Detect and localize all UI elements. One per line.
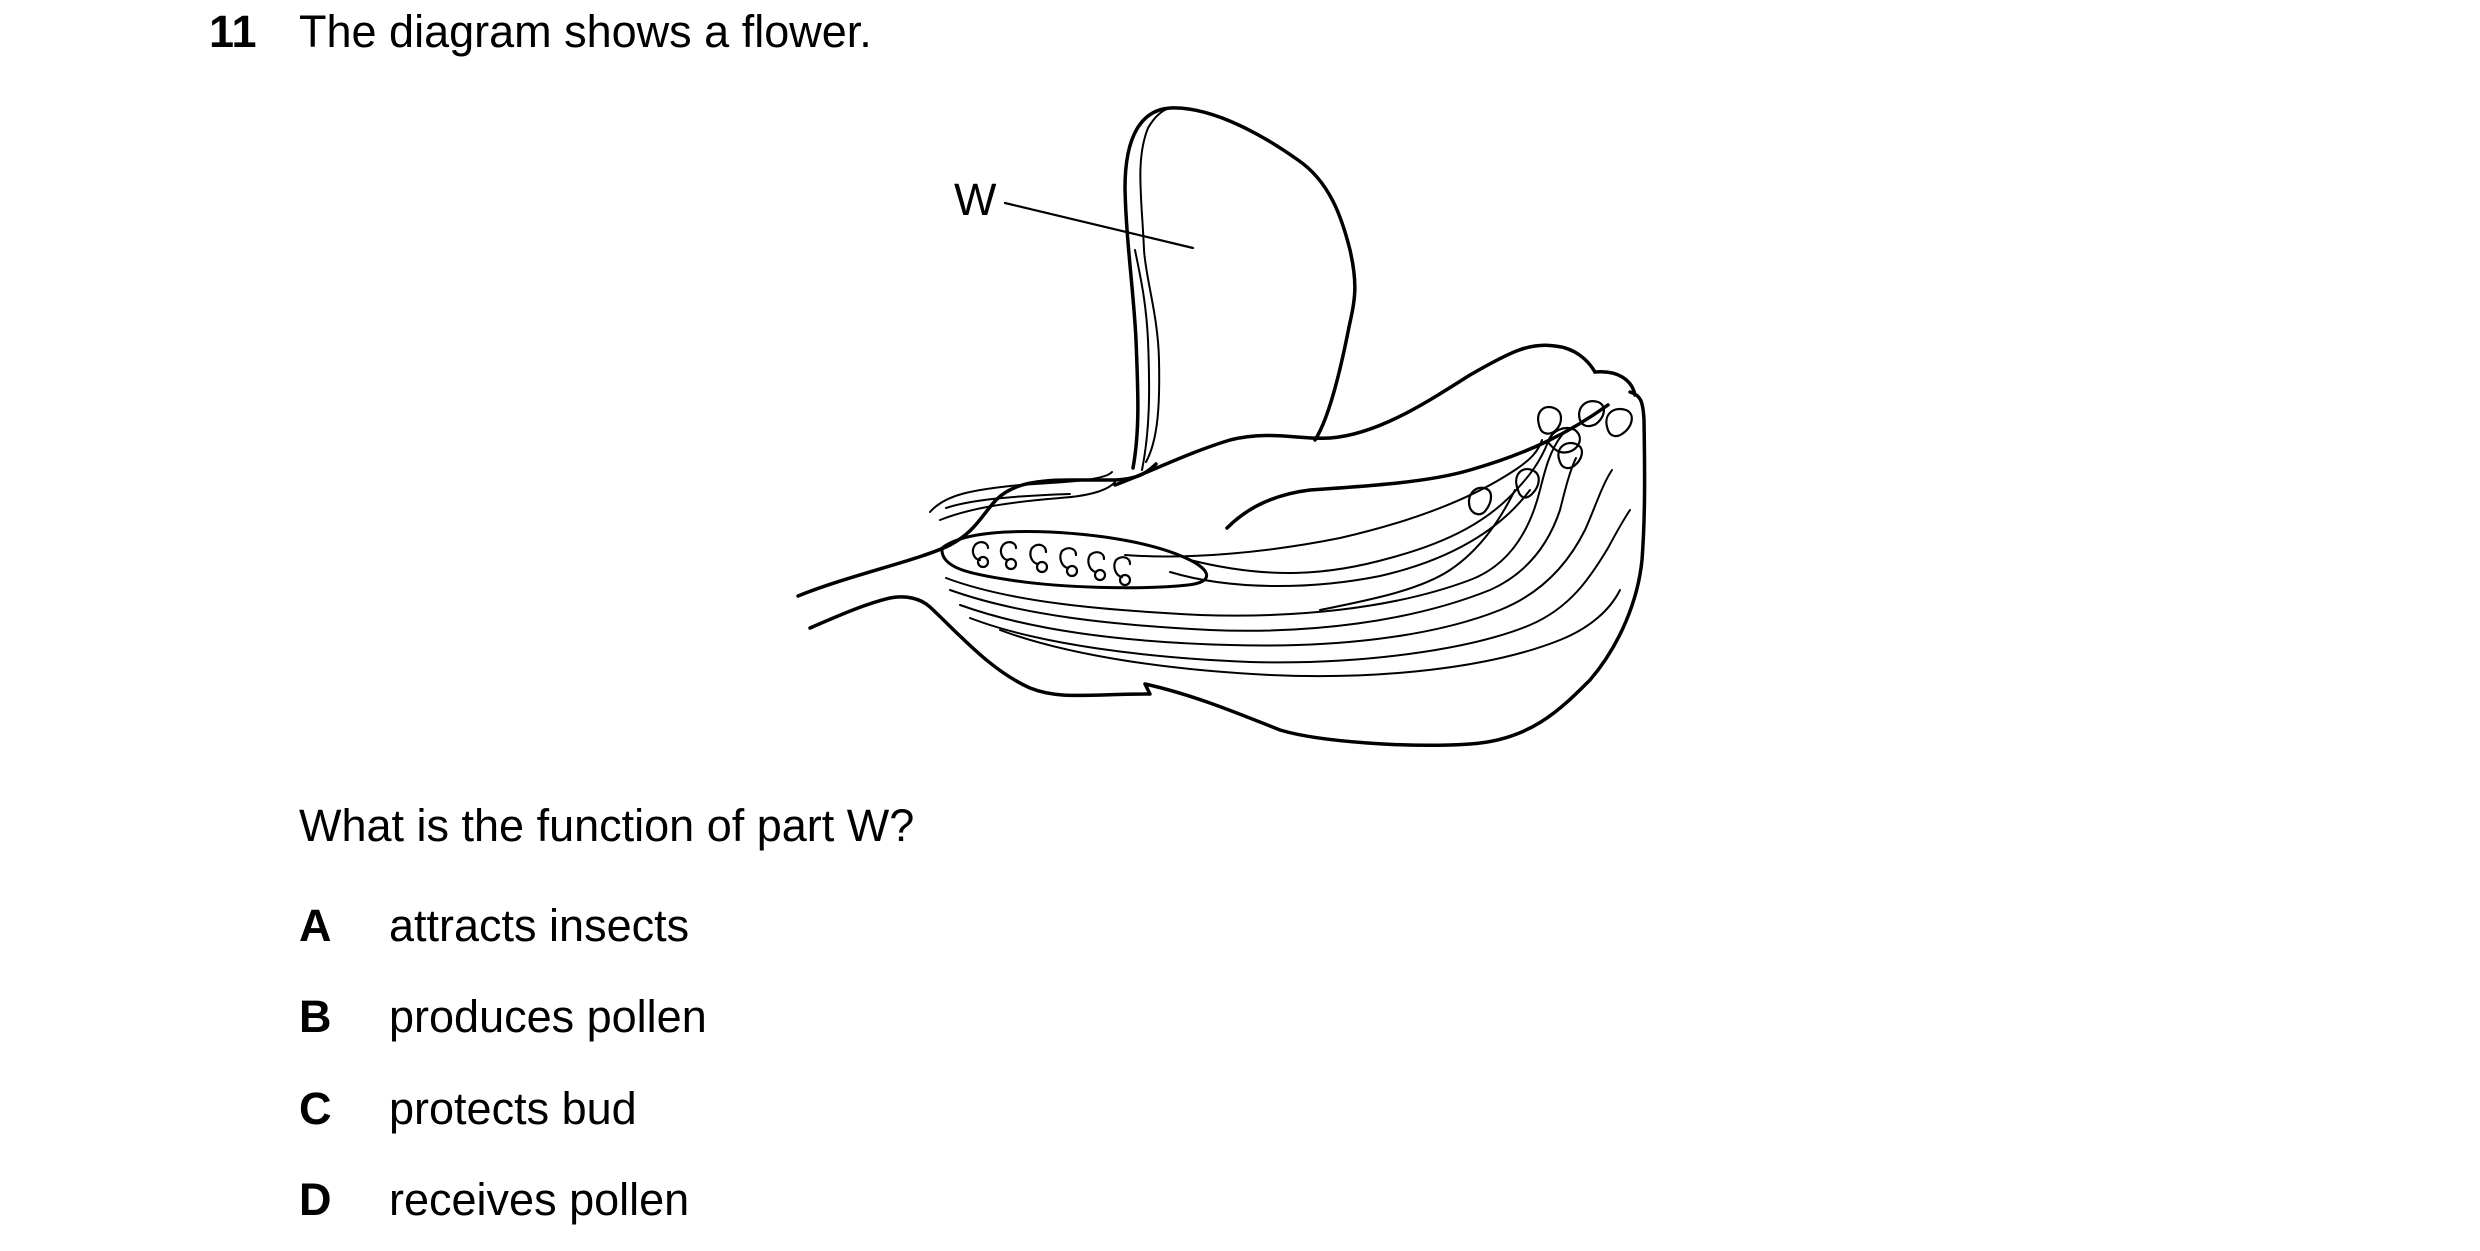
anthers (1467, 400, 1633, 516)
ovules (971, 541, 1132, 587)
ovary (940, 530, 1209, 590)
flower-stalk (796, 462, 1158, 598)
flower-stalk-lower (808, 390, 1647, 747)
label-line-w (1003, 201, 1195, 250)
question-number: 11 (209, 6, 257, 57)
calyx-layer-1 (929, 471, 1113, 513)
anther-2 (1515, 467, 1540, 499)
flower-diagram (770, 90, 1730, 770)
diagram-label-w: W (954, 174, 997, 225)
petal-w (1123, 106, 1357, 470)
option-letter: A (299, 900, 332, 951)
option-letter: B (299, 991, 332, 1042)
option-letter: C (299, 1083, 332, 1134)
option-text: receives pollen (389, 1174, 690, 1225)
option-text: attracts insects (389, 900, 690, 951)
anther-1 (1467, 486, 1493, 516)
petal-w-fold-inner (1134, 249, 1151, 471)
anther-6 (1605, 407, 1633, 438)
anther-4 (1537, 405, 1563, 435)
filament-6 (1124, 439, 1543, 558)
option-letter: D (299, 1174, 332, 1225)
stigma (1546, 426, 1581, 454)
petal-wing-edge (1593, 370, 1637, 397)
calyx-layer-3 (945, 493, 1071, 509)
filament-4 (969, 509, 1631, 664)
petal-w-fold (1139, 107, 1171, 463)
option-text: produces pollen (389, 991, 707, 1042)
style-inner (1169, 489, 1531, 588)
petal-keel (1225, 403, 1610, 530)
anther-3 (1557, 441, 1583, 470)
filament-2 (949, 457, 1577, 632)
filament-5 (999, 589, 1621, 678)
filament-3 (959, 469, 1613, 647)
filament-1 (945, 434, 1563, 617)
anther-5 (1578, 400, 1605, 428)
petal-wing (1113, 343, 1597, 487)
filament-7 (1319, 489, 1516, 611)
question-prompt: What is the function of part W? (299, 800, 915, 851)
question-stem: The diagram shows a flower. (299, 6, 872, 57)
option-text: protects bud (389, 1083, 637, 1134)
style (1189, 441, 1549, 574)
calyx-layer-2 (939, 481, 1116, 521)
